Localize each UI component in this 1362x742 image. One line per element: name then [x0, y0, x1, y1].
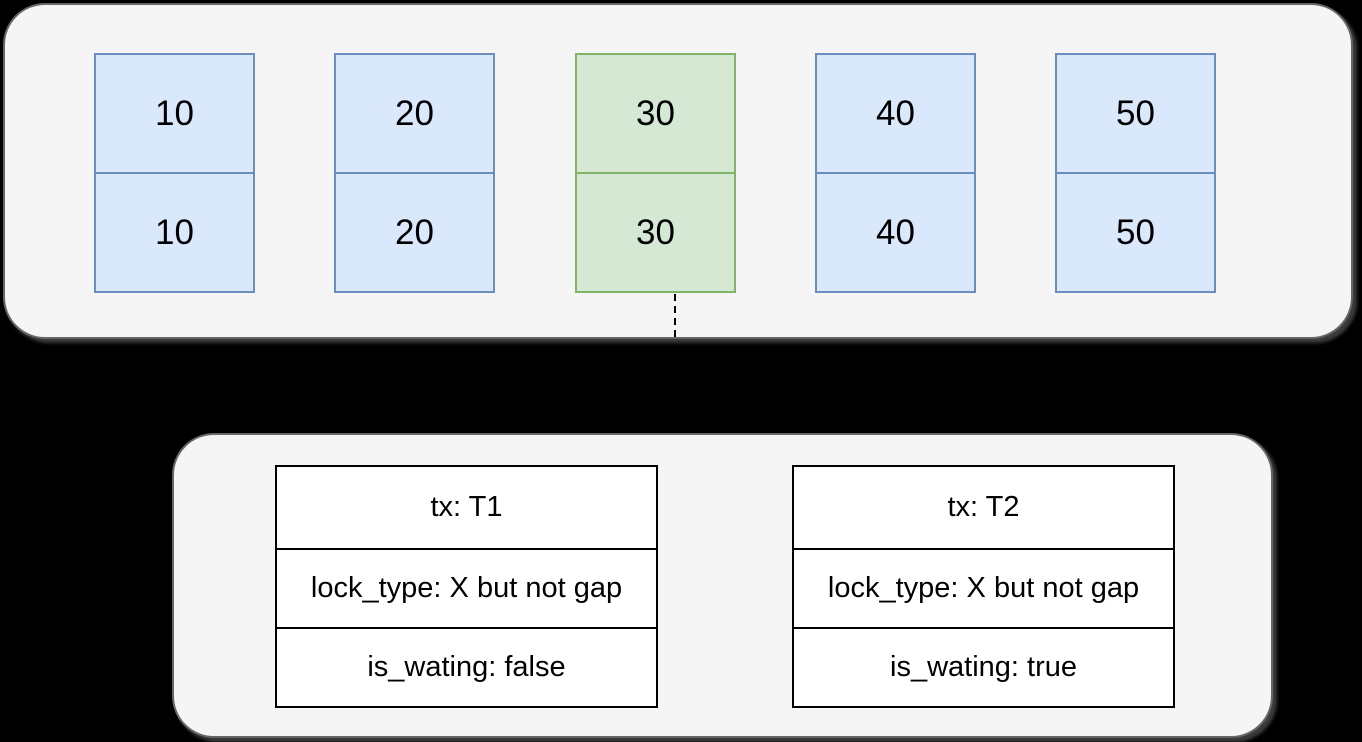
- lock-row-tx: tx: T2: [792, 465, 1175, 550]
- lock-row-lock-type: lock_type: X but not gap: [275, 548, 658, 629]
- record-stack-50: 50 50: [1055, 53, 1216, 293]
- record-cell-bottom: 10: [94, 172, 255, 293]
- record-stack-40: 40 40: [815, 53, 976, 293]
- lock-row-is-waiting: is_wating: false: [275, 627, 658, 708]
- record-cell-bottom: 20: [334, 172, 495, 293]
- record-cell-top: 40: [815, 53, 976, 174]
- record-cell-top: 20: [334, 53, 495, 174]
- index-records-panel: 10 10 20 20 30 30 40 40 50 50: [3, 3, 1353, 339]
- connector-dashed-line: [674, 294, 676, 339]
- record-stack-10: 10 10: [94, 53, 255, 293]
- lock-row-tx: tx: T1: [275, 465, 658, 550]
- lock-card-t2: tx: T2 lock_type: X but not gap is_watin…: [792, 465, 1175, 708]
- locks-panel: tx: T1 lock_type: X but not gap is_watin…: [172, 433, 1273, 738]
- lock-row-lock-type: lock_type: X but not gap: [792, 548, 1175, 629]
- lock-card-t1: tx: T1 lock_type: X but not gap is_watin…: [275, 465, 658, 708]
- record-stack-20: 20 20: [334, 53, 495, 293]
- record-cell-top: 10: [94, 53, 255, 174]
- record-cell-bottom: 30: [575, 172, 736, 293]
- record-cell-bottom: 50: [1055, 172, 1216, 293]
- record-cell-bottom: 40: [815, 172, 976, 293]
- lock-row-is-waiting: is_wating: true: [792, 627, 1175, 708]
- record-cell-top: 30: [575, 53, 736, 174]
- record-stack-30: 30 30: [575, 53, 736, 293]
- record-cell-top: 50: [1055, 53, 1216, 174]
